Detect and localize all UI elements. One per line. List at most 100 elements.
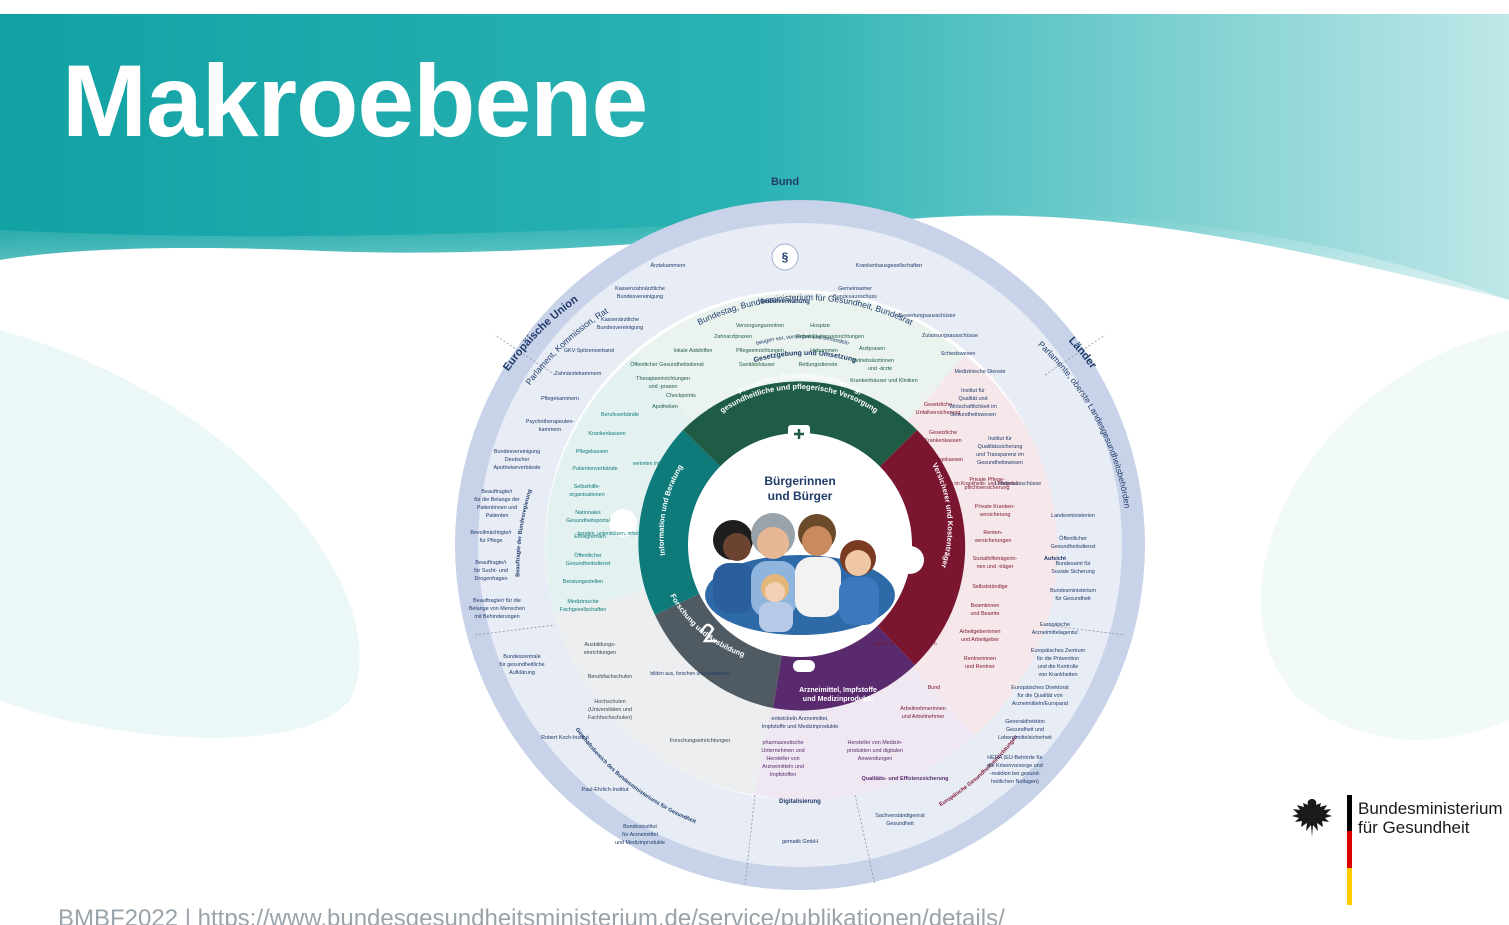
connector-arzneimittel: entwickeln Arzneimittel, <box>771 716 829 722</box>
versicherer-item: Beamtinnen <box>971 603 1000 609</box>
qualitaet-label: Qualitäts- und Effizienzsicherung <box>861 776 948 782</box>
connector-information: vertreten Interessen <box>633 461 678 467</box>
microscope-icon <box>699 623 717 643</box>
versorgung-item: Versorgungszentren <box>736 323 784 329</box>
outer-left-item: für Arzneimittel <box>622 832 658 838</box>
versorgung-item: Hebammen <box>810 348 838 354</box>
outer-left-item: mit Behinderungen <box>474 614 519 620</box>
outer-left-item: Patienten <box>486 513 509 519</box>
arzneimittel-item: Arzneimitteln und <box>762 764 804 770</box>
connector-versicherer: übernehmen Kosten im Krankheits- und Pfl… <box>908 481 1018 487</box>
selbstverwaltung-item: Pflegekammern <box>541 396 579 402</box>
outer-right-item: für die Prävention <box>1037 656 1079 662</box>
versicherer-item: Arbeitnehmerinnen <box>900 706 946 712</box>
information-item: Patientenverbände <box>572 466 617 472</box>
versicherer-item: Bund <box>928 685 941 691</box>
bund-title: Bund <box>771 176 799 188</box>
versicherer-item: Private Kranken- <box>975 504 1015 510</box>
selbstverwaltung-item: und Transparenz im <box>976 452 1024 458</box>
versicherer-item: Private Pflege- <box>969 477 1005 483</box>
selbstverwaltung-item: Bundesvereinigung <box>494 449 540 455</box>
gesundheitssystem-diagram: UnserGesundheitssystemBundBundestag, Bun… <box>455 176 1145 890</box>
selbstverwaltung-item: Deutscher <box>505 457 530 463</box>
connector-arzneimittel2: Impfstoffe und Medizinprodukte <box>762 724 839 730</box>
flag-stripe <box>1347 795 1352 905</box>
information-item: Krankenkassen <box>588 431 625 437</box>
segment-arzneimittel-label: Arzneimittel, Impfstoffe <box>799 687 877 694</box>
outer-right-item: Arzneimittelagentur <box>1032 630 1079 636</box>
selbstverwaltung-item: GKV-Spitzenverband <box>564 348 614 354</box>
versorgung-item: Sanitätshäuser <box>739 362 775 368</box>
versorgung-item: lokale Aidshilfen <box>674 348 713 354</box>
outer-right-item: von Krankheiten <box>1039 672 1078 678</box>
citizens-illustration <box>705 513 895 635</box>
versorgung-item: Betriebsärztinnen <box>852 358 894 364</box>
outer-right-item: Generaldirektion <box>1005 719 1045 725</box>
outer-right-item: Europäische <box>1040 622 1070 628</box>
aufsicht-label: Aufsicht <box>1044 556 1066 562</box>
arzneimittel-item: Anwendungen <box>858 756 892 762</box>
selbstverwaltung-item: Wirtschaftlichkeit im <box>949 404 997 410</box>
selbstverwaltung-item: Krankenhausgesellschaften <box>856 263 922 269</box>
versorgung-item: Hospize <box>810 323 829 329</box>
selbstverwaltung-item: Psychotherapeuten- <box>526 419 574 425</box>
outer-right-item: Öffentlicher <box>1059 535 1087 542</box>
outer-bottom-item: Sachverständigenrat <box>875 813 925 819</box>
outer-left-item: für Pflege <box>479 538 502 544</box>
versicherer-item: nen und -träger <box>977 564 1014 570</box>
paragraph-symbol: § <box>782 250 789 264</box>
outer-right-item: HERA (EU-Behörde für <box>987 755 1043 761</box>
connector-versicherer-in: zahlen Beiträge und Steuern <box>873 641 937 647</box>
selbstverwaltung-item: Medizinische Dienste <box>955 369 1006 375</box>
source-citation: BMBF2022 | https://www.bundesgesundheits… <box>58 905 1005 925</box>
versorgung-item: Arztpraxen <box>859 346 885 352</box>
versorgung-item: Rehabilitationseinrichtungen <box>796 334 864 340</box>
center-title-line1: Bürgerinnen <box>764 474 835 488</box>
information-item: Nationales <box>575 510 601 516</box>
outer-left-item: Bevollmächtigte/r <box>470 530 512 536</box>
outer-left-item: Beauftragte/r <box>475 560 506 566</box>
versorgung-item: und -praxen <box>649 384 678 390</box>
selbstverwaltung-item: Bewertungsausschüsse <box>899 313 956 319</box>
versorgung-item: und -ärzte <box>868 366 892 372</box>
forschung-item: einrichtungen <box>584 650 616 656</box>
arzneimittel-item: Hersteller von <box>766 756 799 762</box>
outer-right-item: Gesundheitsdienst <box>1051 544 1096 550</box>
versicherer-item: Unfallversicherung <box>916 410 961 416</box>
versicherer-item: pflichtversicherung <box>965 485 1010 491</box>
selbstverwaltung-item: Gesundheitswesen <box>950 412 996 418</box>
information-item: Berufsverbände <box>601 412 639 418</box>
versorgung-item: Rettungsdienste <box>799 362 838 368</box>
ministry-name-line2: für Gesundheit <box>1358 818 1470 837</box>
euro-icon <box>896 546 924 574</box>
versorgung-item: Krankenhäuser und Kliniken <box>850 378 917 384</box>
outer-right-item: die Krisenvorsorge und <box>987 763 1042 769</box>
outer-right-item: Europäisches Direktorat <box>1011 685 1069 691</box>
selbstverwaltung-item: Landesausschüsse <box>995 481 1041 487</box>
information-item: Gesundheitsdienst <box>566 561 611 567</box>
information-item: Öffentlicher <box>574 552 602 559</box>
arzneimittel-item: pharmazeutische <box>762 740 803 746</box>
selbstverwaltung-item: Ärztekammern <box>650 262 685 269</box>
forschung-item: (Universitäten und <box>588 707 632 713</box>
information-item: Gesundheitsportal <box>566 518 610 524</box>
versicherer-item: Gesetzliche <box>929 430 957 436</box>
versicherer-item: Renten- <box>983 530 1002 536</box>
outer-right-item: Gesundheit und <box>1006 727 1044 733</box>
versicherer-item: Sozialhilfeträgerin- <box>973 556 1018 562</box>
forschung-item: Ausbildungs- <box>584 642 615 648</box>
versorgung-item: Apotheken <box>652 404 678 410</box>
information-item: Medizinische <box>567 599 598 605</box>
outer-right-item: Landesministerien <box>1051 513 1095 519</box>
outer-right-item: und die Kontrolle <box>1038 664 1078 670</box>
segment-arzneimittel-label2: und Medizinprodukte <box>803 696 873 703</box>
selbstverwaltung-item: kammern <box>539 427 561 433</box>
forschung-item: Hochschulen <box>594 699 625 705</box>
versicherer-item: und Rentner <box>965 664 995 670</box>
center-title-line2: und Bürger <box>768 489 833 503</box>
information-item: organisationen <box>569 492 604 498</box>
versicherer-item: versicherung <box>980 512 1011 518</box>
outer-right-item: Europäisches Zentrum <box>1031 648 1086 654</box>
outer-left-item: Aufklärung <box>509 670 535 676</box>
